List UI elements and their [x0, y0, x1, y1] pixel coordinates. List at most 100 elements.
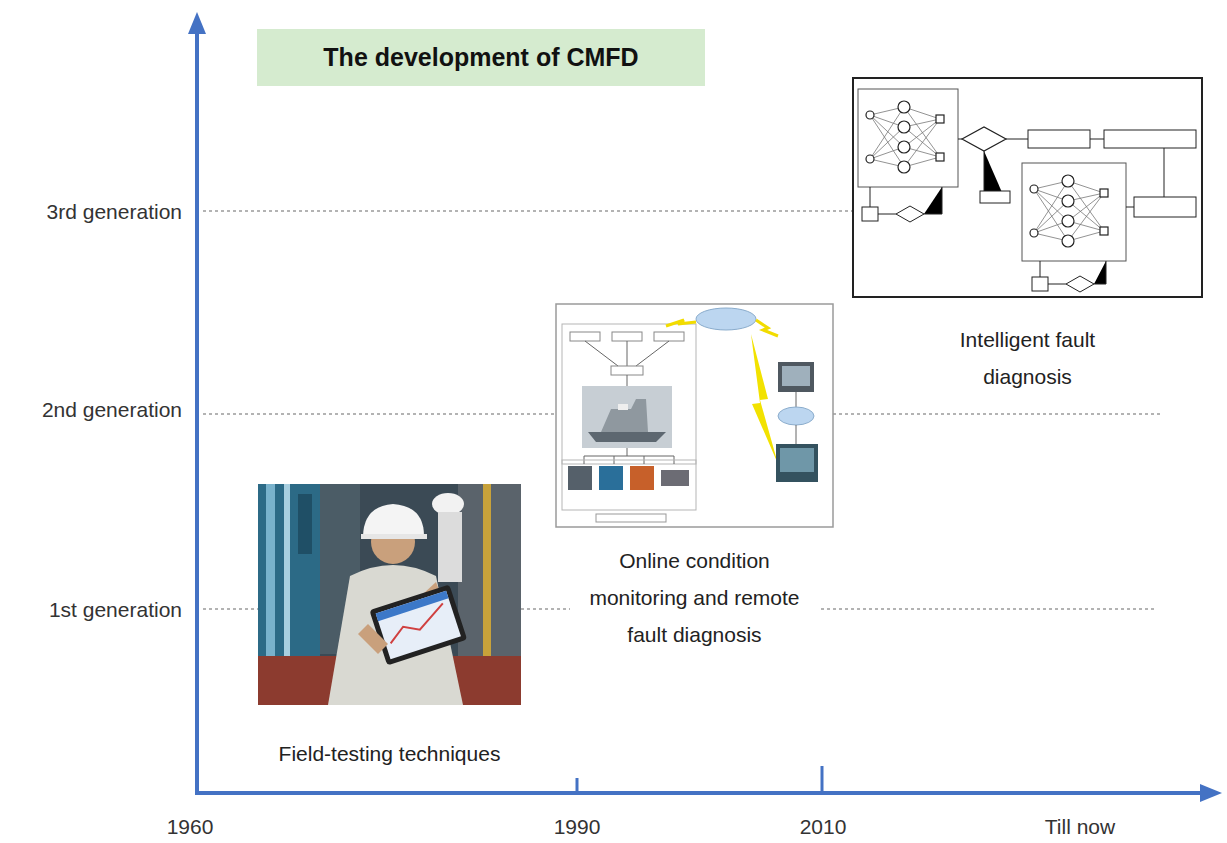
- field-testing-photo-part: [363, 504, 424, 536]
- field-testing-photo-part: [376, 591, 461, 660]
- neural-network-figure-part: [898, 161, 910, 173]
- neural-network-figure-part: [862, 207, 878, 221]
- remote-monitoring-figure-part: [611, 366, 643, 375]
- stage-caption: Field-testing techniques: [258, 735, 521, 772]
- neural-network-figure-part: [1040, 261, 1106, 284]
- neural-network-figure-part: [1134, 197, 1196, 217]
- neural-network-figure-part: [1104, 130, 1196, 148]
- neural-network-figure-part: [980, 191, 1010, 203]
- remote-monitoring-figure-part: [630, 466, 654, 490]
- field-testing-photo-part: [384, 603, 450, 643]
- neural-network-figure-part: [866, 111, 874, 119]
- time-axis-part: [821, 766, 824, 793]
- remote-monitoring-figure-part: [796, 392, 797, 408]
- time-axis-part: [188, 12, 206, 34]
- neural-network-figure-part: [870, 187, 871, 207]
- remote-monitoring-figure-part: [588, 432, 666, 442]
- stage-caption: Online condition monitoring and remote f…: [570, 542, 820, 653]
- neural-network-figure-part: [1030, 175, 1108, 247]
- time-axis-part: [1200, 784, 1222, 802]
- field-testing-photo-part: [358, 624, 388, 654]
- diagram-title: The development of CMFD: [257, 29, 705, 86]
- field-testing-photo-part: [369, 584, 467, 665]
- remote-monitoring-figure-part: [751, 334, 778, 464]
- field-testing-photo-part: [258, 484, 521, 705]
- year-label: Till now: [1043, 815, 1117, 839]
- picture-frame: [852, 77, 1203, 298]
- remote-monitoring-figure: [556, 304, 833, 527]
- time-axis-part: [195, 30, 199, 795]
- picture-frame: [556, 304, 833, 527]
- neural-network-figure-part: [898, 141, 910, 153]
- remote-monitoring-figure-part: [570, 332, 600, 341]
- time-axis-part: [195, 791, 1203, 795]
- neural-network-figure-part: [1006, 139, 1028, 140]
- neural-network-figure-part: [866, 101, 944, 173]
- generation-label: 2nd generation: [40, 398, 184, 422]
- neural-network-figure-part: [936, 115, 944, 123]
- field-testing-photo-part: [284, 484, 290, 664]
- remote-monitoring-figure-part: [778, 407, 814, 425]
- neural-network-figure-part: [898, 121, 910, 133]
- neural-network-figure-part: [853, 78, 1202, 297]
- time-axis: [188, 12, 1222, 802]
- neural-network-figure-part: [962, 127, 1006, 151]
- neural-network-figure-part: [1062, 235, 1074, 247]
- field-testing-photo-part: [376, 591, 449, 621]
- neural-network-figure-part: [1062, 175, 1074, 187]
- neural-network-figure-part: [1030, 229, 1038, 237]
- remote-monitoring-figure-part: [654, 332, 684, 341]
- neural-network-figure-part: [1164, 148, 1165, 197]
- neural-network-figure-part: [870, 107, 940, 167]
- neural-network-figure-part: [1048, 284, 1066, 285]
- year-label: 1990: [552, 815, 603, 839]
- neural-network-figure-part: [936, 153, 944, 161]
- picture-frame: [258, 484, 521, 705]
- stage-caption: Intelligent fault diagnosis: [925, 321, 1130, 395]
- remote-monitoring-figure-part: [562, 460, 696, 510]
- online-monitoring-stage: Online condition monitoring and remote f…: [556, 304, 833, 653]
- time-axis-part: [576, 778, 579, 793]
- remote-monitoring-figure-part: [756, 320, 778, 336]
- field-testing-photo-part: [298, 494, 312, 554]
- neural-network-figure-part: [1034, 181, 1068, 241]
- neural-network-figure-part: [1090, 139, 1104, 140]
- neural-network-figure-part: [1030, 185, 1038, 193]
- year-label: 2010: [798, 815, 849, 839]
- remote-monitoring-figure-part: [780, 448, 814, 472]
- generation-label: 3rd generation: [45, 200, 184, 224]
- neural-network-figure: [853, 78, 1202, 297]
- remote-monitoring-figure-part: [599, 466, 623, 490]
- field-testing-photo-part: [369, 584, 467, 665]
- remote-monitoring-figure-part: [568, 466, 592, 490]
- remote-monitoring-figure-part: [618, 404, 628, 410]
- intelligent-diagnosis-stage: Intelligent fault diagnosis: [852, 77, 1203, 395]
- neural-network-figure-part: [878, 214, 896, 215]
- neural-network-figure-part: [1126, 207, 1134, 208]
- remote-monitoring-figure-part: [782, 366, 810, 386]
- neural-network-figure-part: [924, 187, 942, 214]
- neural-network-figure-part: [984, 151, 1004, 197]
- field-testing-photo-part: [432, 493, 464, 515]
- field-testing-photo: [258, 484, 521, 705]
- remote-monitoring-figure-part: [666, 320, 696, 326]
- neural-network-figure-part: [870, 107, 904, 167]
- neural-network-figure-part: [866, 155, 874, 163]
- remote-monitoring-figure-part: [582, 386, 672, 448]
- field-testing-photo-part: [483, 484, 491, 684]
- remote-monitoring-figure-part: [584, 448, 674, 464]
- remote-monitoring-figure-part: [562, 324, 696, 464]
- remote-monitoring-figure-part: [596, 514, 666, 522]
- remote-monitoring-figure-part: [776, 444, 818, 482]
- neural-network-figure-part: [1066, 276, 1094, 292]
- remote-monitoring-figure-part: [627, 375, 628, 386]
- neural-network-figure-part: [858, 89, 958, 187]
- neural-network-figure-part: [898, 101, 910, 113]
- neural-network-figure-part: [1100, 189, 1108, 197]
- generation-label: 1st generation: [47, 598, 184, 622]
- remote-monitoring-figure-part: [585, 341, 669, 366]
- remote-monitoring-figure-part: [601, 399, 648, 432]
- field-testing-photo-part: [438, 512, 462, 582]
